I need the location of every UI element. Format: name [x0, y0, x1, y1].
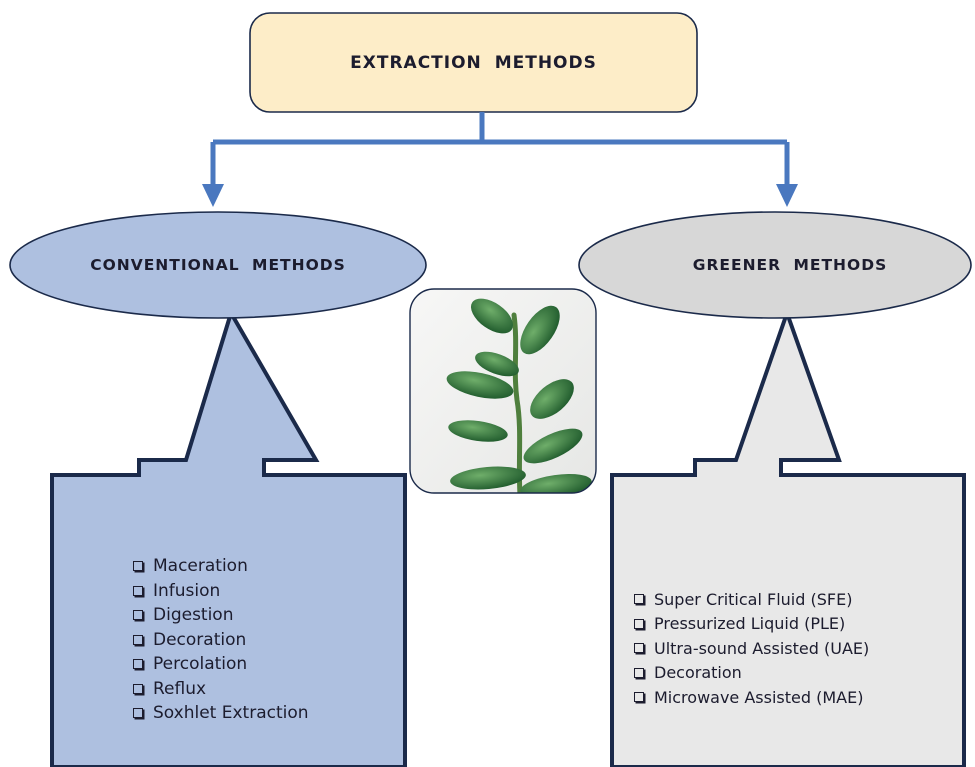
list-item: Decoration — [133, 628, 309, 653]
greener-methods-label: GREENER METHODS — [692, 256, 888, 274]
list-item-label: Infusion — [153, 580, 221, 601]
conventional-ellipse — [9, 211, 427, 319]
arrow-head-left — [202, 184, 224, 207]
list-item: Digestion — [133, 603, 309, 628]
checkbox-icon — [133, 561, 143, 572]
list-item: Microwave Assisted (MAE) — [634, 685, 869, 710]
list-item: Infusion — [133, 579, 309, 604]
greener-callout-box — [610, 306, 966, 767]
plant-image — [409, 288, 597, 494]
checkbox-icon — [133, 683, 143, 694]
list-item-label: Decoration — [654, 663, 742, 683]
list-item-label: Percolation — [153, 654, 248, 675]
connector-lines — [210, 112, 790, 186]
list-item-label: Pressurized Liquid (PLE) — [654, 614, 846, 634]
list-item-label: Digestion — [153, 605, 234, 626]
checkbox-icon — [634, 692, 644, 703]
checkbox-icon — [133, 634, 143, 645]
checkbox-icon — [133, 708, 143, 719]
checkbox-icon — [634, 594, 644, 605]
list-item-label: Decoration — [153, 629, 247, 650]
list-item-label: Super Critical Fluid (SFE) — [654, 589, 853, 609]
list-item: Percolation — [133, 652, 309, 677]
greener-methods-list: Super Critical Fluid (SFE) Pressurized L… — [634, 587, 869, 710]
list-item: Reflux — [133, 677, 309, 702]
diagram-title: EXTRACTION METHODS — [350, 52, 597, 73]
list-item: Soxhlet Extraction — [133, 701, 309, 726]
checkbox-icon — [133, 659, 143, 670]
list-item: Maceration — [133, 554, 309, 579]
checkbox-icon — [133, 610, 143, 621]
list-item-label: Microwave Assisted (MAE) — [654, 687, 864, 707]
checkbox-icon — [634, 643, 644, 654]
list-item: Decoration — [634, 661, 869, 686]
list-item: Super Critical Fluid (SFE) — [634, 587, 869, 612]
conventional-methods-label: CONVENTIONAL METHODS — [90, 256, 346, 274]
list-item: Ultra-sound Assisted (UAE) — [634, 636, 869, 661]
list-item: Pressurized Liquid (PLE) — [634, 612, 869, 637]
greener-ellipse — [578, 211, 972, 319]
arrow-head-right — [776, 184, 798, 207]
checkbox-icon — [634, 618, 644, 629]
conventional-methods-list: Maceration Infusion Digestion Decoration… — [133, 554, 309, 726]
list-item-label: Soxhlet Extraction — [153, 703, 309, 724]
checkbox-icon — [133, 585, 143, 596]
list-item-label: Reflux — [153, 678, 207, 699]
conventional-callout-box — [50, 308, 407, 767]
checkbox-icon — [634, 667, 644, 678]
list-item-label: Maceration — [153, 556, 248, 577]
list-item-label: Ultra-sound Assisted (UAE) — [654, 638, 870, 658]
title-box — [249, 12, 698, 113]
